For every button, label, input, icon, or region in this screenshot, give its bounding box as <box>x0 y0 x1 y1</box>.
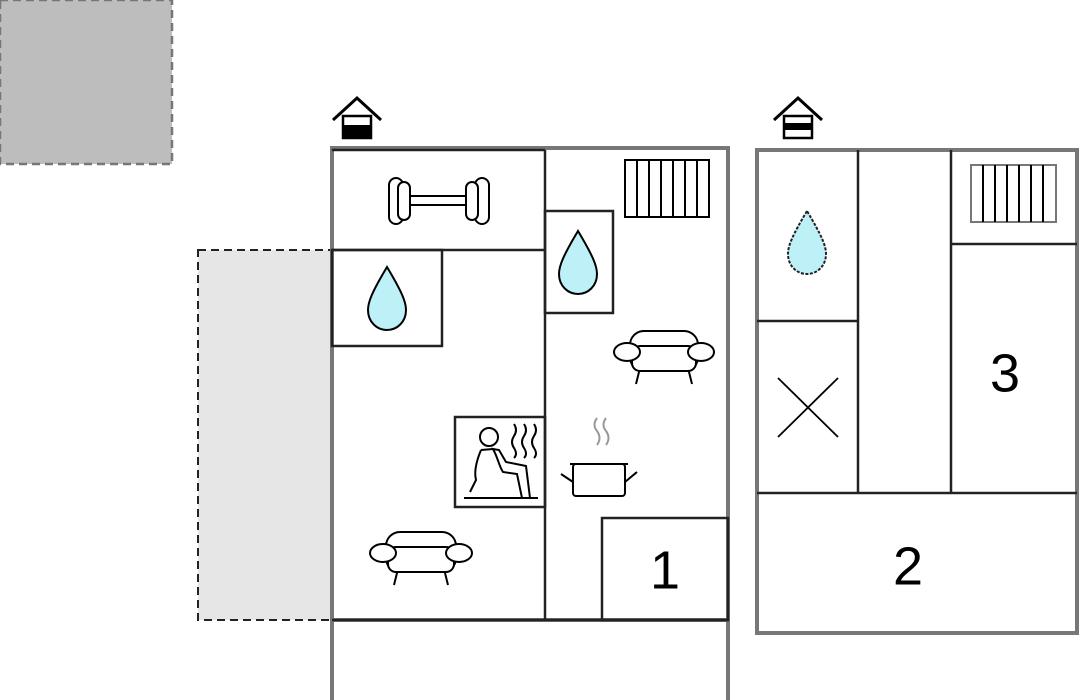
gym-dumbbell-icon <box>388 177 490 225</box>
sofa-icon <box>369 531 473 586</box>
sauna-room <box>453 415 547 509</box>
room-number-3: 3 <box>990 343 1020 403</box>
radiator-icon <box>970 164 1057 223</box>
entrance-icon <box>331 95 383 140</box>
void-cross-icon <box>777 377 839 438</box>
bedroom-1 <box>600 516 730 622</box>
room-number-1: 1 <box>650 540 680 600</box>
entrance-icon <box>772 95 824 140</box>
terrace-area <box>197 249 333 621</box>
bathroom-middle <box>543 209 615 315</box>
left-building <box>330 146 730 700</box>
sofa-icon <box>613 330 715 385</box>
shed-area <box>0 0 174 166</box>
sauna-icon <box>464 423 538 499</box>
shower-drop-icon <box>786 209 828 276</box>
room-number-2: 2 <box>893 536 923 596</box>
bathroom-left <box>330 248 444 348</box>
radiator-icon <box>624 159 710 218</box>
kitchen-pot-icon <box>560 417 638 497</box>
shower-drop-icon <box>557 229 599 296</box>
shower-drop-icon <box>366 265 408 332</box>
